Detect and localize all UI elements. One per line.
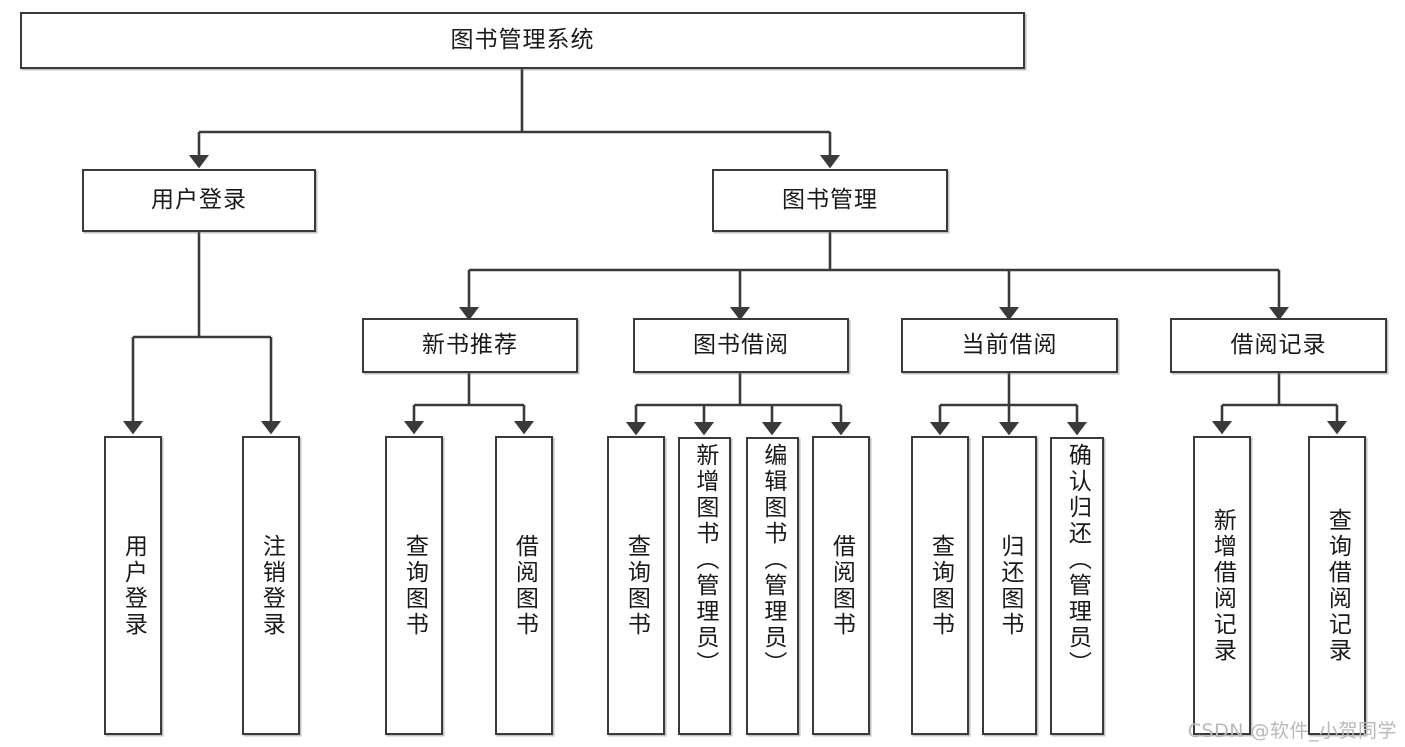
node-book-management[interactable]: 图书管理 [712, 169, 948, 232]
node-label: 借阅图书 [828, 533, 855, 638]
leaf-query-book-recommend[interactable]: 查询图书 [385, 436, 443, 735]
node-label: 新增图书（管理员） [691, 443, 718, 677]
node-current-borrow[interactable]: 当前借阅 [901, 318, 1118, 373]
leaf-add-borrow-record[interactable]: 新增借阅记录 [1193, 436, 1251, 735]
node-label: 图书管理系统 [450, 26, 595, 53]
leaf-edit-book-admin[interactable]: 编辑图书（管理员） [746, 437, 799, 735]
leaf-borrow-book-recommend[interactable]: 借阅图书 [495, 436, 553, 735]
leaf-query-borrow-record[interactable]: 查询借阅记录 [1308, 436, 1366, 735]
node-label: 归还图书 [996, 533, 1023, 638]
node-label: 查询图书 [927, 533, 954, 638]
node-label: 用户登录 [151, 186, 247, 213]
node-label: 借阅图书 [511, 533, 538, 638]
node-label: 借阅记录 [1230, 331, 1327, 358]
node-label: 用户登录 [120, 533, 147, 638]
node-label: 新书推荐 [422, 331, 518, 358]
leaf-return-book[interactable]: 归还图书 [982, 436, 1037, 735]
leaf-add-book-admin[interactable]: 新增图书（管理员） [678, 437, 731, 735]
node-label: 编辑图书（管理员） [759, 443, 786, 677]
node-label: 图书管理 [782, 186, 878, 213]
node-label: 新增借阅记录 [1209, 507, 1236, 664]
node-label: 当前借阅 [961, 331, 1058, 358]
leaf-query-book-current[interactable]: 查询图书 [911, 436, 969, 735]
node-label: 确认归还（管理员） [1064, 443, 1091, 677]
node-root-library-system[interactable]: 图书管理系统 [20, 12, 1025, 69]
node-new-book-recommend[interactable]: 新书推荐 [362, 318, 578, 373]
node-user-login[interactable]: 用户登录 [82, 169, 316, 232]
node-label: 查询借阅记录 [1324, 507, 1351, 664]
node-label: 查询图书 [401, 533, 428, 638]
leaf-borrow-book[interactable]: 借阅图书 [812, 436, 870, 735]
node-label: 图书借阅 [693, 331, 789, 358]
node-book-borrow[interactable]: 图书借阅 [633, 318, 849, 373]
leaf-user-login[interactable]: 用户登录 [104, 436, 162, 735]
node-label: 查询图书 [623, 533, 650, 638]
node-borrow-record[interactable]: 借阅记录 [1170, 318, 1387, 373]
leaf-query-book-borrow[interactable]: 查询图书 [607, 436, 665, 735]
leaf-logout-login[interactable]: 注销登录 [242, 436, 300, 735]
leaf-confirm-return-admin[interactable]: 确认归还（管理员） [1050, 437, 1104, 735]
node-label: 注销登录 [258, 533, 285, 638]
